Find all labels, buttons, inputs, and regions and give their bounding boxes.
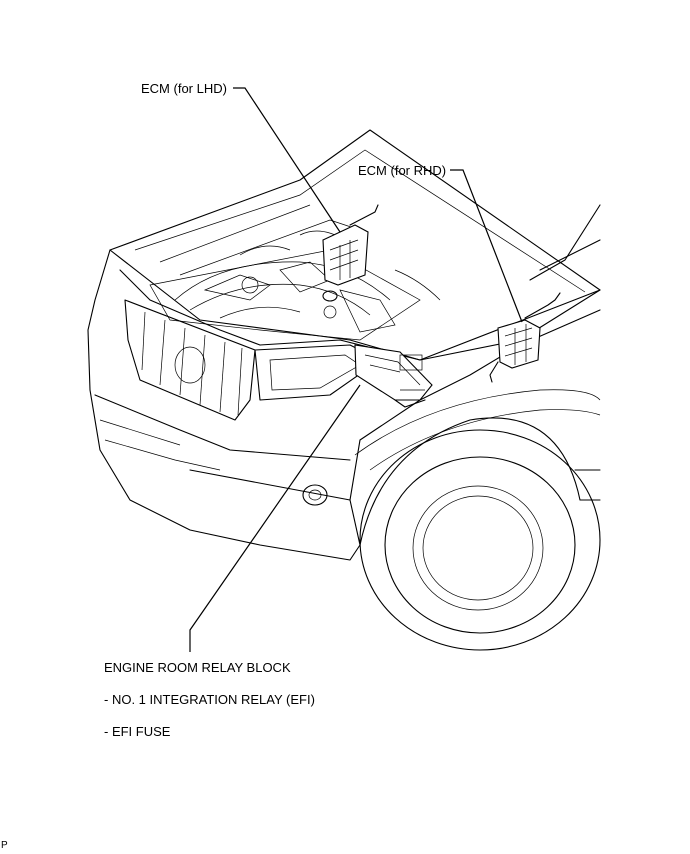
front-grille <box>124 299 256 421</box>
leader-line-ecm-lhd <box>233 87 341 233</box>
label-ecm-lhd: ECM (for LHD) <box>141 81 227 96</box>
label-engine-room-relay-block: ENGINE ROOM RELAY BLOCK <box>104 660 291 675</box>
leader-line-ecm-rhd <box>450 169 523 323</box>
label-relay-item-efi-fuse: - EFI FUSE <box>104 724 171 739</box>
front-tire <box>359 429 601 651</box>
label-relay-item-integration-relay: - NO. 1 INTEGRATION RELAY (EFI) <box>104 692 315 707</box>
engine-bay <box>149 230 441 341</box>
figure-code: P <box>1 840 8 851</box>
leader-line-relay-block <box>189 384 361 652</box>
ecm-rhd-component <box>489 292 561 383</box>
engine-room-relay-block-component <box>354 344 433 408</box>
headlamp <box>254 344 381 401</box>
label-ecm-rhd: ECM (for RHD) <box>358 163 447 178</box>
ecm-lhd-component <box>322 204 379 302</box>
front-bumper <box>94 394 351 506</box>
